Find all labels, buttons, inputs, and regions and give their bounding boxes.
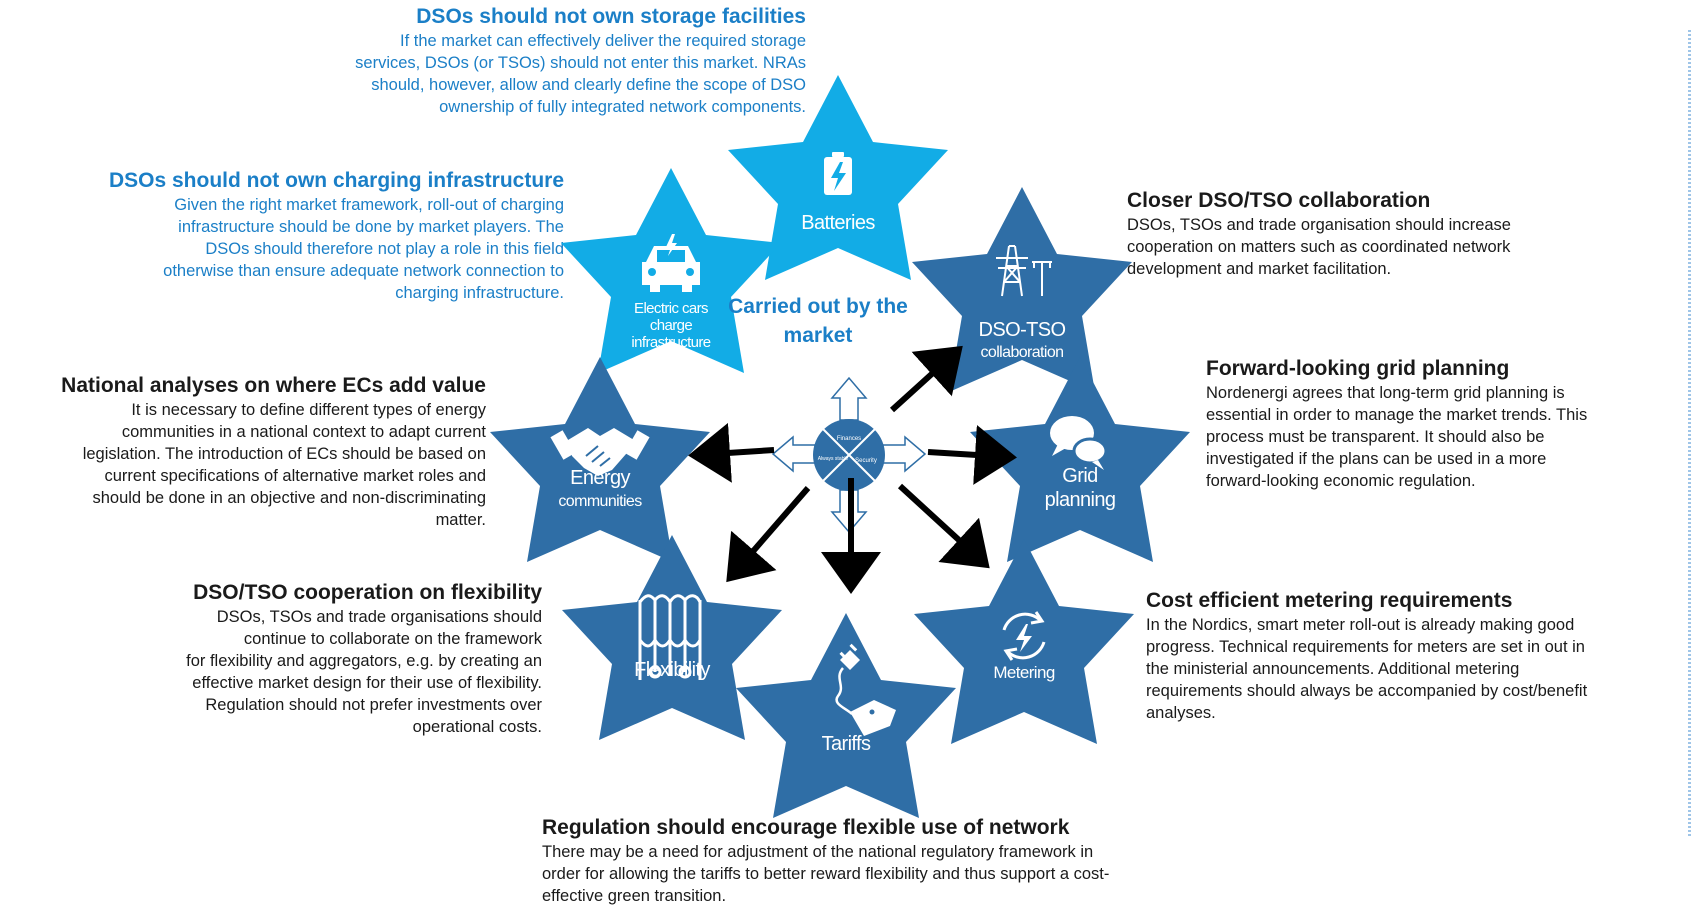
meter-cycle-icon xyxy=(1002,611,1046,661)
star-labels: Batteries Electric cars charge infrastru… xyxy=(558,212,1116,755)
metering-body: In the Nordics, smart meter roll-out is … xyxy=(1146,616,1588,722)
arrow-to-grid-planning xyxy=(927,424,1017,485)
regulation-body: There may be a need for adjustment of th… xyxy=(542,843,1110,905)
label-energy-communities-2: communities xyxy=(558,493,642,510)
metering-block: Cost efficient metering requirements In … xyxy=(1146,588,1686,724)
label-electric-cars-1: Electric cars xyxy=(634,300,708,317)
label-grid-planning-1: Grid xyxy=(1062,465,1097,487)
power-pylon-icon xyxy=(996,245,1052,297)
collab-block: Closer DSO/TSO collaboration DSOs, TSOs … xyxy=(1127,188,1647,280)
flex-title: DSO/TSO cooperation on flexibility xyxy=(193,581,542,604)
collab-title: Closer DSO/TSO collaboration xyxy=(1127,189,1431,212)
electric-car-icon xyxy=(642,234,700,292)
storage-body: If the market can effectively deliver th… xyxy=(355,32,806,116)
charging-block: DSOs should not own charging infrastruct… xyxy=(30,168,564,304)
arrows xyxy=(688,345,1017,594)
label-dso-tso-1: DSO-TSO xyxy=(979,319,1066,341)
market-label: Carried out by the market xyxy=(728,295,908,347)
right-edge-strip xyxy=(1688,30,1691,838)
flexibility-icon xyxy=(638,594,702,680)
label-electric-cars-2: charge xyxy=(650,317,693,334)
label-dso-tso-2: collaboration xyxy=(981,344,1064,361)
arrow-to-dso-tso xyxy=(889,345,963,413)
star-flexibility xyxy=(562,535,782,740)
national-title: National analyses on where ECs add value xyxy=(61,374,486,397)
label-electric-cars-3: infrastructure xyxy=(631,334,710,351)
storage-block: DSOs should not own storage facilities I… xyxy=(250,4,806,118)
handshake-icon xyxy=(550,428,650,476)
national-body: It is necessary to define different type… xyxy=(82,401,486,529)
metering-title: Cost efficient metering requirements xyxy=(1146,589,1513,612)
grid-title: Forward-looking grid planning xyxy=(1206,357,1510,380)
flex-body: DSOs, TSOs and trade organisations shoul… xyxy=(186,608,542,736)
center-label-stable: Always stable xyxy=(818,456,849,462)
label-metering: Metering xyxy=(993,663,1054,682)
label-flexibility: Flexibility xyxy=(634,659,710,681)
charging-body: Given the right market framework, roll-o… xyxy=(163,196,564,302)
charging-title: DSOs should not own charging infrastruct… xyxy=(108,169,564,192)
speech-bubbles-icon xyxy=(1050,416,1108,470)
center-label-finances: Finances xyxy=(837,436,861,442)
storage-title: DSOs should not own storage facilities xyxy=(416,5,806,28)
regulation-block: Regulation should encourage flexible use… xyxy=(542,815,1262,907)
label-grid-planning-2: planning xyxy=(1045,489,1116,511)
label-batteries: Batteries xyxy=(801,212,875,234)
star-tariffs xyxy=(736,613,956,818)
flex-block: DSO/TSO cooperation on flexibility DSOs,… xyxy=(70,580,542,738)
grid-body: Nordenergi agrees that long-term grid pl… xyxy=(1206,384,1588,490)
center-compass-icon: Finances Always stable Security xyxy=(771,376,927,534)
arrow-to-metering xyxy=(897,483,990,569)
battery-icon xyxy=(824,152,852,195)
national-block: National analyses on where ECs add value… xyxy=(2,373,486,531)
center-label-security: Security xyxy=(855,458,877,464)
arrow-to-energy-communities xyxy=(688,422,775,483)
label-tariffs: Tariffs xyxy=(822,733,871,755)
label-energy-communities-1: Energy xyxy=(570,467,630,489)
regulation-title: Regulation should encourage flexible use… xyxy=(542,816,1070,839)
arrow-to-flexibility xyxy=(726,486,811,583)
collab-body: DSOs, TSOs and trade organisation should… xyxy=(1127,216,1511,278)
grid-block: Forward-looking grid planning Nordenergi… xyxy=(1206,356,1686,492)
plug-tag-icon xyxy=(835,643,896,736)
